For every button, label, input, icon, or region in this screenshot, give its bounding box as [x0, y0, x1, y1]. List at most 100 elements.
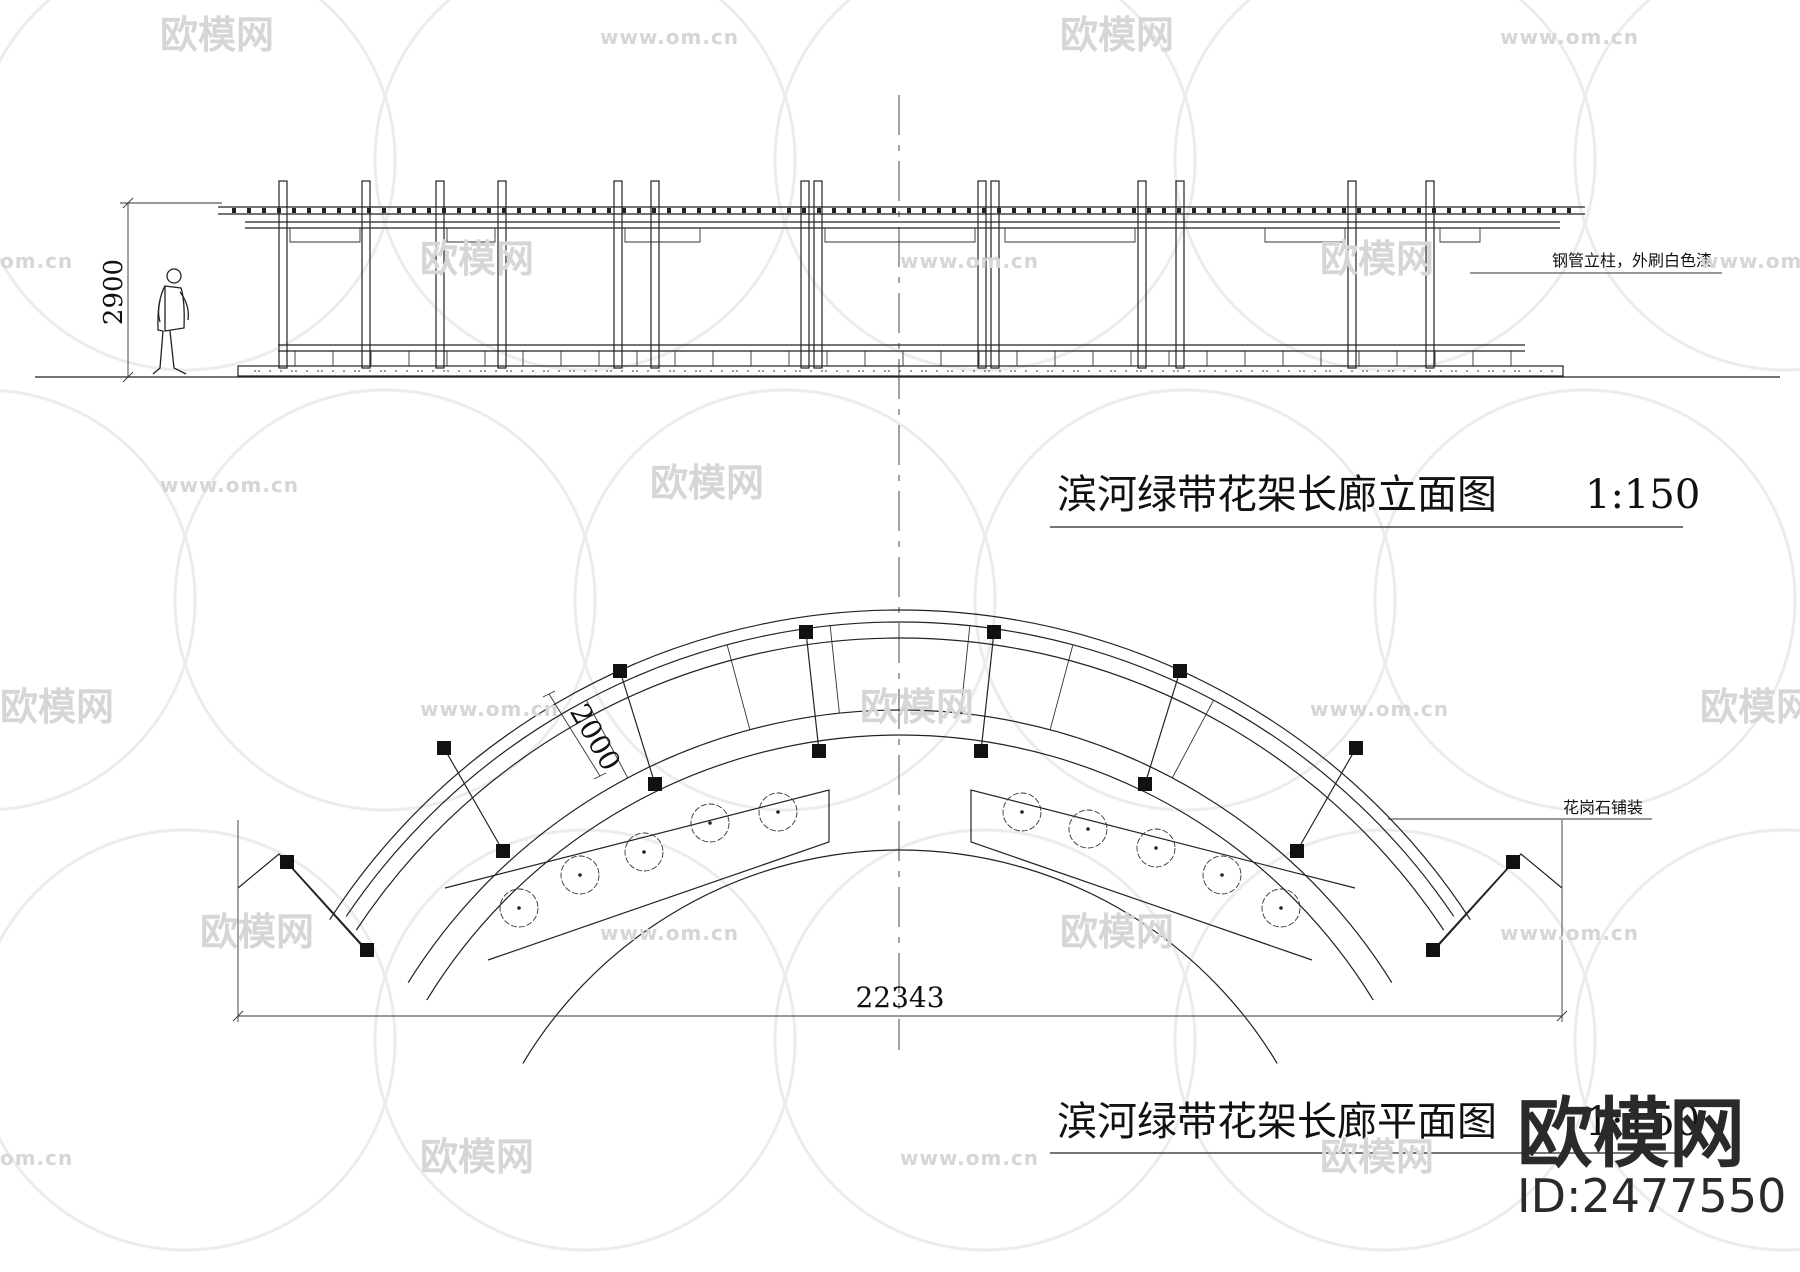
watermark-circle	[1573, 0, 1800, 372]
plan-beam	[805, 631, 820, 752]
tree-trunk	[1220, 873, 1224, 877]
watermark-circle	[373, 828, 797, 1252]
rafter-end	[1012, 208, 1016, 213]
gravel-dot	[543, 370, 545, 372]
gravel-dot	[1140, 370, 1142, 372]
bay-dimension-label: 2000	[563, 698, 627, 776]
brand-id-label: ID:2477550	[1517, 1169, 1786, 1223]
gravel-dot	[936, 370, 938, 372]
rafter-end	[637, 208, 641, 213]
rafter-end	[562, 208, 566, 213]
plan-beam	[1144, 670, 1181, 785]
gravel-dot	[784, 370, 786, 372]
gravel-dot	[380, 370, 382, 372]
elevation-view: 2900 钢管立柱，外刷白色漆 滨河绿带花架长廊立面图 1:150	[35, 180, 1780, 528]
gravel-dot	[354, 370, 356, 372]
elevation-column	[1175, 180, 1185, 369]
gravel-dot	[1177, 370, 1179, 372]
watermark-circle	[1573, 828, 1800, 1252]
rafter-end	[1522, 208, 1526, 213]
plan-column-post	[1173, 664, 1187, 678]
gravel-dot	[547, 370, 549, 372]
gravel-dot	[825, 370, 827, 372]
gravel-dot	[269, 370, 271, 372]
gravel-dot	[1073, 370, 1075, 372]
plan-column-post	[496, 844, 510, 858]
tree-trunk	[642, 850, 646, 854]
gravel-dot	[384, 370, 386, 372]
elevation-column	[990, 180, 1000, 369]
gravel-dot	[1236, 370, 1238, 372]
rafter-end	[922, 208, 926, 213]
gravel-dot	[795, 370, 797, 372]
elevation-columns	[278, 180, 1435, 369]
rafter-end	[802, 208, 806, 213]
gravel-dot	[458, 370, 460, 372]
gravel-dot	[1392, 370, 1394, 372]
gravel-dot	[1429, 370, 1431, 372]
gravel-dot	[406, 370, 408, 372]
gravel-dot	[636, 370, 638, 372]
gravel-dot	[858, 370, 860, 372]
gravel-dot	[417, 370, 419, 372]
paving-callout-label: 花岗石铺装	[1563, 798, 1643, 817]
tree-symbol	[499, 888, 539, 928]
rafter-end	[1252, 208, 1256, 213]
gravel-dot	[1203, 370, 1205, 372]
rafter-end	[442, 208, 446, 213]
watermark-text: www.om.cn	[600, 921, 739, 945]
watermark-circle	[773, 828, 1197, 1252]
rafter-end	[1357, 208, 1361, 213]
tree-trunk	[578, 873, 582, 877]
watermark-circle	[0, 389, 197, 811]
lattice-bracket	[446, 228, 496, 243]
gravel-dot	[1414, 370, 1416, 372]
watermark-text: www.om.cn	[1700, 249, 1800, 273]
plan-title-block: 滨河绿带花架长廊平面图 1:150	[1050, 1099, 1700, 1154]
gravel-dot	[1099, 370, 1101, 372]
watermark-text: www.om.cn	[160, 473, 299, 497]
plan-arc	[522, 849, 1278, 1064]
rafter-end	[1402, 208, 1406, 213]
gravel-dot	[773, 370, 775, 372]
gravel-dot	[695, 370, 697, 372]
rafter-end	[247, 208, 251, 213]
gravel-dot	[610, 370, 612, 372]
gravel-dot	[510, 370, 512, 372]
plan-column-post	[799, 625, 813, 639]
watermark-text: 欧模网	[860, 685, 974, 729]
rafter-end	[532, 208, 536, 213]
rafter-end	[367, 208, 371, 213]
lattice-bracket	[1004, 228, 1136, 243]
gravel-dot	[747, 370, 749, 372]
rafter-end	[1297, 208, 1301, 213]
watermark-circle	[173, 388, 597, 812]
gravel-dot	[1403, 370, 1405, 372]
gravel-dot	[810, 370, 812, 372]
gravel-dot	[1214, 370, 1216, 372]
gravel-dot	[295, 370, 297, 372]
rafter-end	[907, 208, 911, 213]
rafter-end	[667, 208, 671, 213]
gravel-dot	[606, 370, 608, 372]
watermark-text: 欧模网	[200, 910, 314, 954]
gravel-dot	[1325, 370, 1327, 372]
rafter-end	[682, 208, 686, 213]
rafter-end	[292, 208, 296, 213]
plan-beam	[286, 861, 368, 951]
plan-arc	[407, 709, 1393, 983]
gravel-dot	[821, 370, 823, 372]
elevation-title: 滨河绿带花架长廊立面图	[1057, 472, 1497, 518]
gravel-dot	[732, 370, 734, 372]
plan-end-left	[237, 853, 371, 956]
elevation-column	[497, 180, 507, 369]
gravel-dot	[862, 370, 864, 372]
rafter-end	[862, 208, 866, 213]
gravel-dot	[573, 370, 575, 372]
gravel-dot	[1329, 370, 1331, 372]
plan-end-right	[1429, 853, 1563, 956]
gravel-dot	[1136, 370, 1138, 372]
plan-radial	[829, 625, 840, 714]
plan-arc	[426, 734, 1374, 1001]
gravel-dot	[669, 370, 671, 372]
